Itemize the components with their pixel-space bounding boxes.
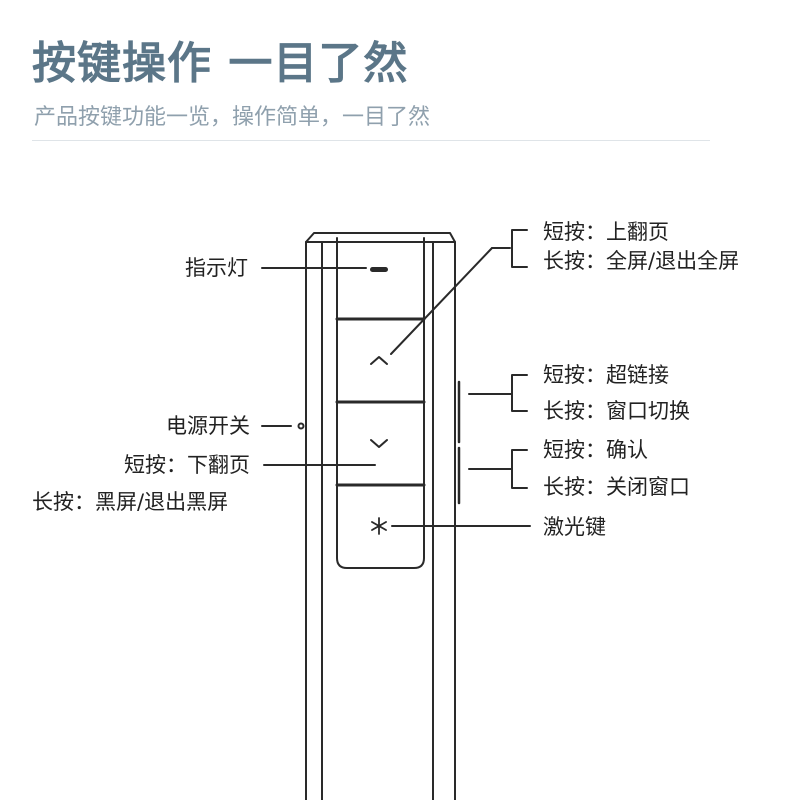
- side2-short-label: 短按：确认: [543, 438, 648, 462]
- up-long-label: 长按：全屏/退出全屏: [543, 249, 740, 273]
- indicator-light: [370, 267, 388, 272]
- side1-long-label: 长按：窗口切换: [543, 399, 690, 423]
- page-title: 按键操作 一目了然: [32, 38, 409, 89]
- side2-long-label: 长按：关闭窗口: [543, 475, 690, 499]
- divider: [32, 140, 710, 141]
- chevron-up-icon: [370, 356, 388, 365]
- up-bracket: [511, 229, 528, 268]
- button-panel: [336, 237, 425, 569]
- up-leader: [390, 247, 493, 355]
- remote-body: [305, 232, 456, 800]
- power-label: 电源开关: [166, 414, 250, 438]
- power-switch: [297, 422, 305, 430]
- laser-label: 激光键: [543, 515, 606, 539]
- page-subtitle: 产品按键功能一览，操作简单，一目了然: [34, 105, 431, 130]
- side1-bracket: [511, 374, 528, 412]
- chevron-down-icon: [370, 439, 388, 448]
- up-short-label: 短按：上翻页: [543, 220, 669, 244]
- side1-short-label: 短按：超链接: [543, 363, 669, 387]
- down-short-label: 短按：下翻页: [124, 453, 250, 477]
- down-long-label: 长按：黑屏/退出黑屏: [32, 490, 229, 514]
- indicator-label: 指示灯: [185, 256, 248, 280]
- side2-bracket: [511, 449, 528, 489]
- asterisk-icon: [371, 517, 387, 535]
